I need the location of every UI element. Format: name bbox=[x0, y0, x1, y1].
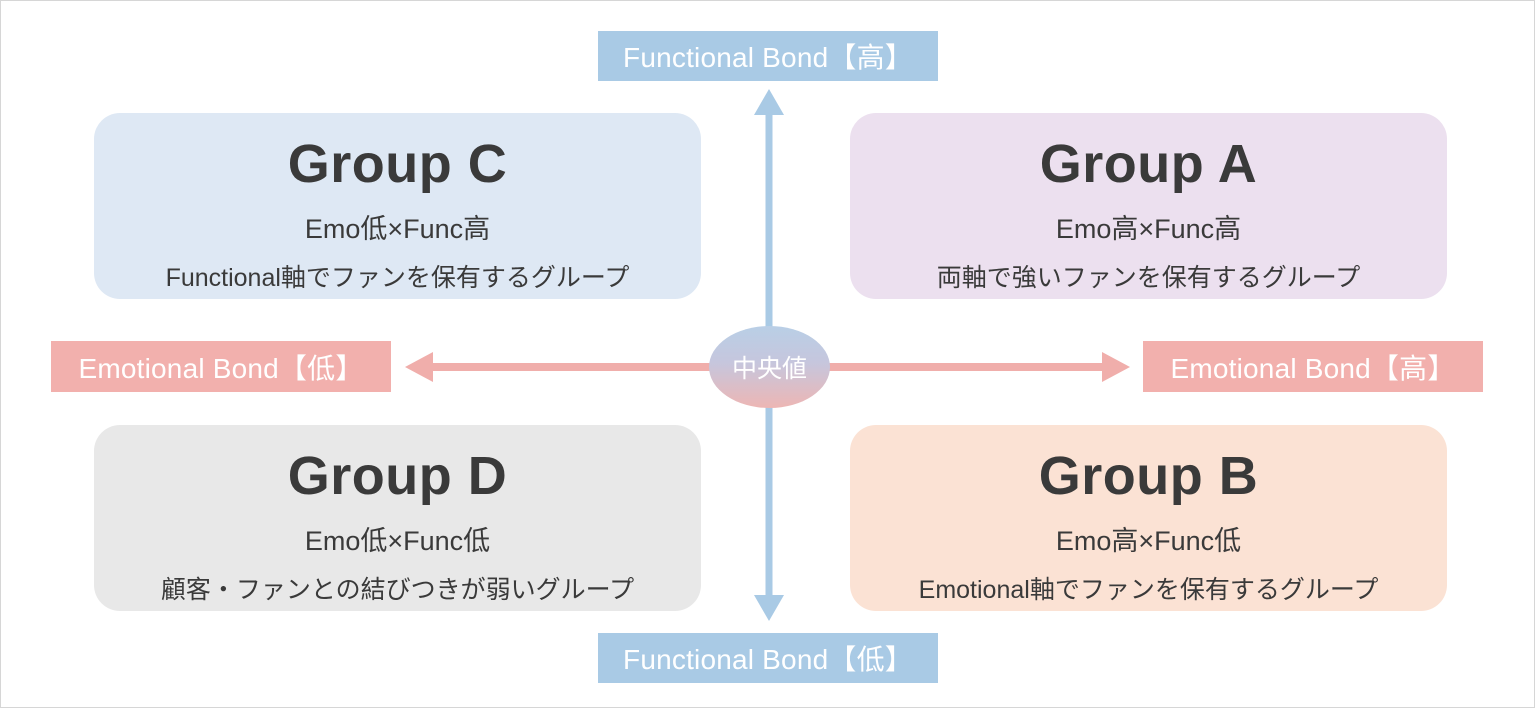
horizontal-axis-arrowhead-right bbox=[1102, 352, 1130, 382]
axis-label-functional-high: Functional Bond【高】 bbox=[598, 31, 938, 81]
quadrant-group-d-subtitle: Emo低×Func低 bbox=[304, 526, 491, 557]
axis-label-functional-low-text: Functional Bond【低】 bbox=[623, 644, 913, 675]
quadrant-group-a[interactable]: Group A Emo高×Func高 両軸で強いファンを保有するグループ bbox=[850, 113, 1447, 299]
quadrant-group-a-subtitle: Emo高×Func高 bbox=[1055, 214, 1242, 245]
quadrant-group-b-subtitle: Emo高×Func低 bbox=[1055, 526, 1242, 557]
quadrant-group-d[interactable]: Group D Emo低×Func低 顧客・ファンとの結びつきが弱いグループ bbox=[94, 425, 701, 611]
quadrant-group-d-title: Group D bbox=[287, 446, 508, 506]
quadrant-group-b-description: Emotional軸でファンを保有するグループ bbox=[918, 576, 1379, 605]
center-median-node-label: 中央値 bbox=[731, 355, 807, 383]
axis-label-emotional-low-text: Emotional Bond【低】 bbox=[78, 352, 364, 384]
quadrant-group-a-title: Group A bbox=[1039, 134, 1258, 194]
axis-label-emotional-low: Emotional Bond【低】 bbox=[51, 341, 391, 392]
quadrant-group-c-subtitle: Emo低×Func高 bbox=[304, 214, 491, 245]
quadrant-group-a-description: 両軸で強いファンを保有するグループ bbox=[936, 264, 1361, 293]
axis-label-functional-low: Functional Bond【低】 bbox=[598, 633, 938, 683]
vertical-axis-arrowhead-up bbox=[754, 89, 784, 115]
center-median-node: 中央値 bbox=[709, 326, 830, 408]
axis-label-emotional-high-text: Emotional Bond【高】 bbox=[1170, 352, 1456, 384]
axis-label-emotional-high: Emotional Bond【高】 bbox=[1143, 341, 1483, 392]
quadrant-group-b[interactable]: Group B Emo高×Func低 Emotional軸でファンを保有するグル… bbox=[850, 425, 1447, 611]
axis-label-functional-high-text: Functional Bond【高】 bbox=[623, 42, 913, 73]
horizontal-axis-arrowhead-left bbox=[405, 352, 433, 382]
vertical-axis-arrowhead-down bbox=[754, 595, 784, 621]
quadrant-group-c-description: Functional軸でファンを保有するグループ bbox=[165, 264, 630, 293]
quadrant-group-c-title: Group C bbox=[287, 134, 508, 194]
quadrant-group-b-title: Group B bbox=[1038, 446, 1259, 506]
quadrant-group-c[interactable]: Group C Emo低×Func高 Functional軸でファンを保有するグ… bbox=[94, 113, 701, 299]
quadrant-group-d-description: 顧客・ファンとの結びつきが弱いグループ bbox=[160, 576, 635, 605]
